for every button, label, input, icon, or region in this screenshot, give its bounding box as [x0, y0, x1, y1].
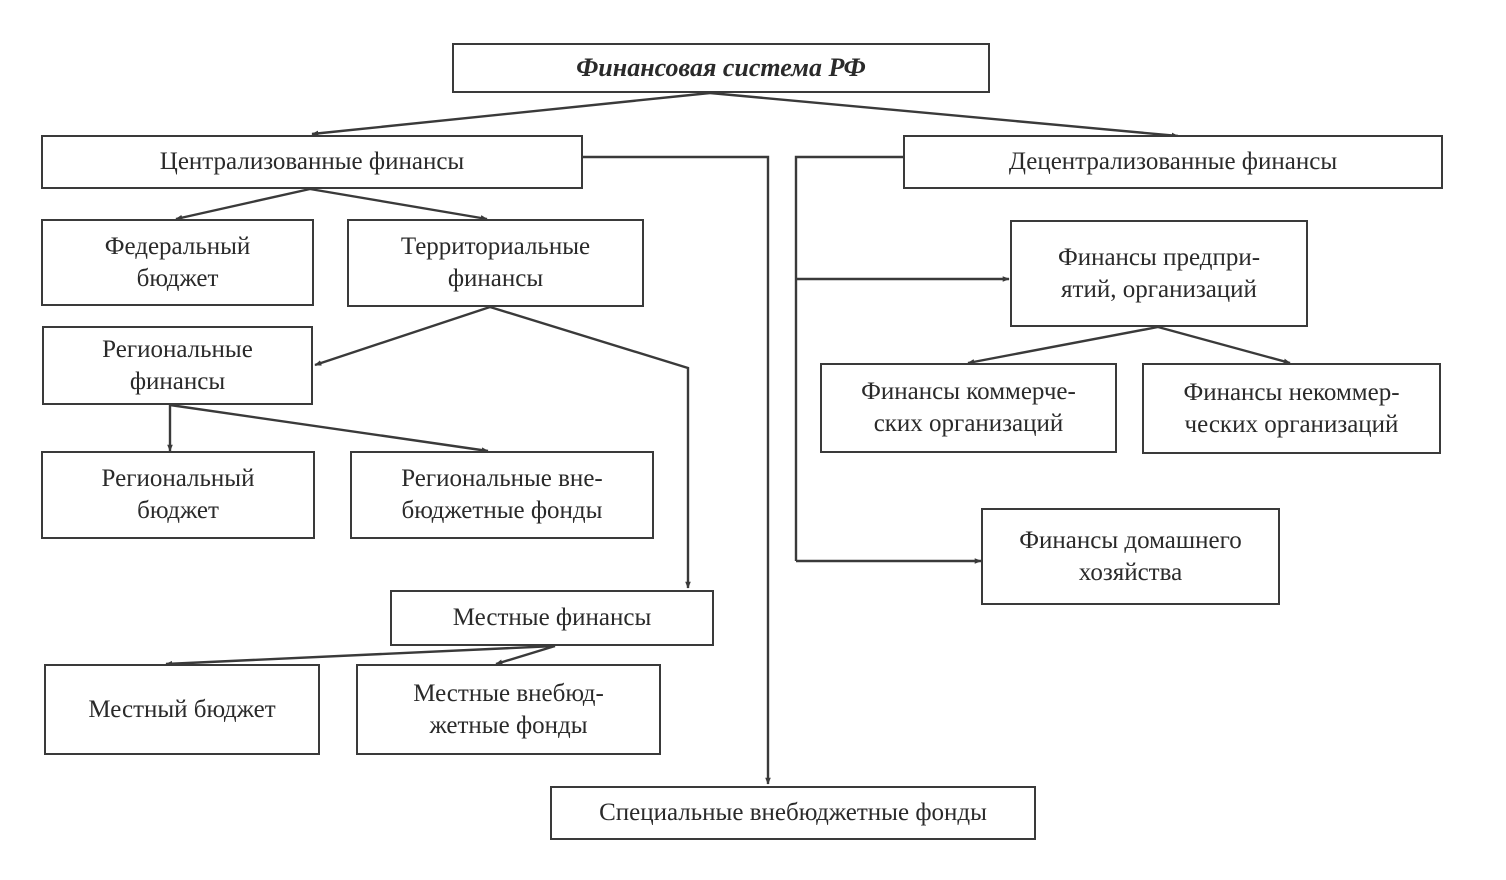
- node-enterprise-finance-label: Финансы предпри- ятий, организаций: [1057, 243, 1261, 303]
- node-noncommercial-org-finance: Финансы некоммер- ческих организаций: [1142, 363, 1441, 454]
- node-financial-system: Финансовая система РФ: [452, 43, 990, 93]
- node-enterprise-finance: Финансы предпри- ятий, организаций: [1010, 220, 1308, 327]
- edge-enterprise-commercial: [967, 325, 1159, 365]
- node-commercial-org-finance-label: Финансы коммерче- ских организаций: [861, 378, 1076, 437]
- node-household-finance: Финансы домашнего хозяйства: [981, 508, 1280, 605]
- node-federal-budget: Федеральный бюджет: [41, 219, 314, 306]
- edge-enterprise-noncommercial: [1157, 325, 1291, 365]
- node-regional-budget-label: Региональный бюджет: [101, 465, 255, 524]
- node-regional-finance: Региональные финансы: [42, 326, 313, 405]
- edge-regional-funds: [169, 403, 489, 453]
- node-territorial-finance: Территориальные финансы: [347, 219, 644, 307]
- node-household-finance-label: Финансы домашнего хозяйства: [1019, 526, 1242, 586]
- node-centralized-finance: Централизованные финансы: [41, 135, 583, 189]
- node-commercial-org-finance: Финансы коммерче- ских организаций: [820, 363, 1117, 453]
- node-local-finance: Местные финансы: [390, 590, 714, 646]
- edge-centralized-special: [583, 155, 771, 785]
- edge-decentralized-trunk: [794, 155, 903, 561]
- edge-centralized-territorial: [309, 187, 488, 221]
- node-noncommercial-org-finance-label: Финансы некоммер- ческих организаций: [1183, 378, 1400, 438]
- node-regional-budget: Региональный бюджет: [41, 451, 315, 539]
- edge-territorial-local: [489, 305, 691, 589]
- node-local-budget-label: Местный бюджет: [88, 695, 276, 723]
- edge-centralized-federal: [175, 187, 311, 221]
- node-special-offbudget-funds: Специальные внебюджетные фонды: [550, 786, 1036, 840]
- edge-local-funds: [495, 644, 556, 666]
- node-special-offbudget-funds-label: Специальные внебюджетные фонды: [599, 799, 987, 826]
- node-local-budget: Местный бюджет: [44, 664, 320, 755]
- node-federal-budget-label: Федеральный бюджет: [104, 232, 251, 292]
- node-local-finance-label: Местные финансы: [452, 604, 652, 631]
- node-territorial-finance-label: Территориальные финансы: [400, 233, 591, 292]
- node-local-offbudget-funds-label: Местные внебюд- жетные фонды: [413, 679, 604, 739]
- node-decentralized-finance: Децентрализованные финансы: [903, 135, 1443, 189]
- edge-local-budget: [165, 644, 556, 667]
- edge-root-decentralized: [709, 91, 1179, 139]
- node-financial-system-label: Финансовая система РФ: [576, 53, 866, 82]
- node-regional-offbudget-funds: Региональные вне- бюджетные фонды: [350, 451, 654, 539]
- node-local-offbudget-funds: Местные внебюд- жетные фонды: [356, 664, 661, 755]
- edge-territorial-regional: [314, 305, 491, 367]
- node-regional-finance-label: Региональные финансы: [102, 335, 253, 395]
- edge-root-centralized: [311, 91, 711, 137]
- node-regional-offbudget-funds-label: Региональные вне- бюджетные фонды: [401, 465, 603, 524]
- node-decentralized-finance-label: Децентрализованные финансы: [1008, 148, 1338, 175]
- node-centralized-finance-label: Централизованные финансы: [159, 148, 465, 175]
